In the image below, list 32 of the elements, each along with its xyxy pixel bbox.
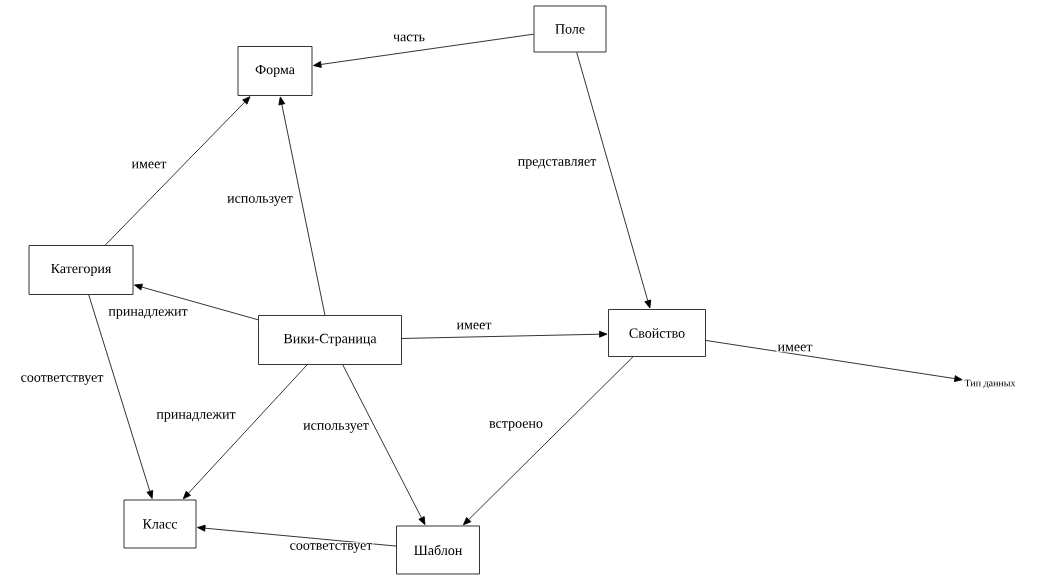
arrow (705, 340, 963, 382)
process-box: Категория (28, 245, 134, 295)
arrow (134, 283, 259, 321)
edge-label: часть (392, 33, 426, 43)
arrow (182, 364, 308, 500)
edge-label: встроено (488, 420, 544, 432)
arrow (576, 52, 652, 309)
process-box: Форма (237, 46, 313, 96)
arrow (342, 364, 426, 525)
arrow (463, 356, 634, 526)
edge-label: соответствует (288, 542, 374, 554)
arrow (197, 524, 397, 547)
edge-label: имеет (455, 321, 493, 331)
edge-label: имеет (776, 343, 814, 353)
edge-label: соответствует (19, 374, 105, 386)
edge-label: использует (226, 195, 294, 207)
edge-label: использует (302, 422, 370, 434)
edge-label: имеет (130, 160, 168, 170)
process-box: Шаблон (396, 525, 480, 575)
process-box: Свойство (608, 309, 706, 357)
process-box: Поле (533, 5, 607, 53)
edge-label: принадлежит (155, 411, 237, 423)
arrow (278, 96, 326, 316)
arrow (313, 33, 534, 68)
node-label: Тип данных (964, 379, 1016, 389)
arrow (88, 294, 154, 499)
edge-label: представляет (516, 158, 598, 170)
arrow (104, 96, 251, 246)
edge-label: принадлежит (107, 308, 189, 320)
process-box: Вики-Страница (258, 315, 402, 365)
arrow (401, 330, 608, 339)
process-box: Класс (123, 499, 197, 549)
